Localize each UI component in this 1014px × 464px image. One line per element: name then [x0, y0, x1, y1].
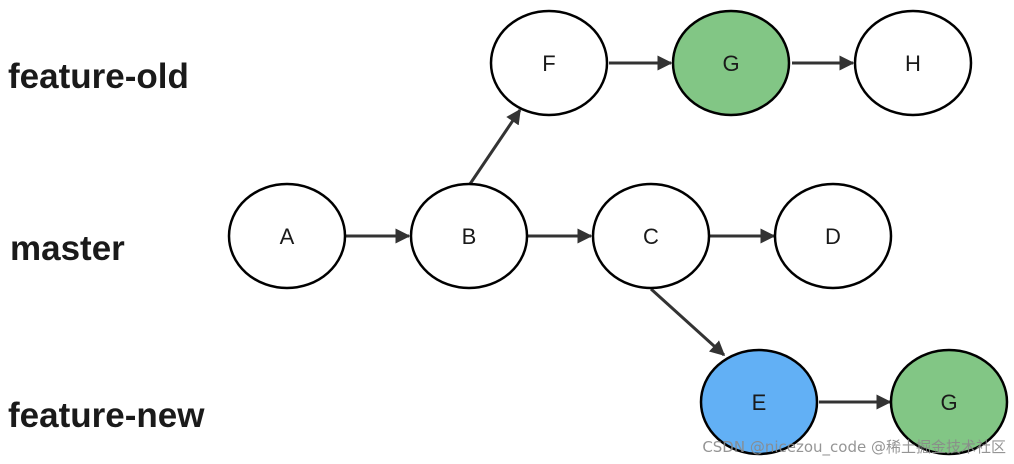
commit-circle [591, 182, 711, 290]
commit-circle [773, 182, 893, 290]
commit-label: G [940, 390, 957, 415]
commit-node-F: F [489, 9, 609, 117]
commit-label: H [905, 51, 921, 76]
commit-circle [671, 9, 791, 117]
watermark-text: CSDN @nicezou_code @稀土掘金技术社区 [702, 438, 1006, 457]
edge-B-F [468, 108, 522, 185]
commit-circle [889, 348, 1009, 456]
commit-circle [409, 182, 529, 290]
commit-circle [853, 9, 973, 117]
commit-label: F [542, 51, 555, 76]
commit-node-E: E [699, 348, 819, 456]
commit-circle [489, 9, 609, 117]
commit-label: B [462, 224, 477, 249]
commit-node-G-new: G [889, 348, 1009, 456]
commit-label: E [752, 390, 767, 415]
commit-node-C: C [591, 182, 711, 290]
branch-label-master: master [10, 229, 125, 268]
branch-label-feature-new: feature-new [8, 396, 205, 435]
commit-circle [699, 348, 819, 456]
commit-label: D [825, 224, 841, 249]
edge-C-E [649, 287, 726, 357]
commit-node-A: A [227, 182, 347, 290]
commit-label: G [722, 51, 739, 76]
commit-node-G-old: G [671, 9, 791, 117]
commit-label: A [280, 224, 295, 249]
commit-nodes: A B C D F G H E [227, 9, 1009, 456]
commit-node-D: D [773, 182, 893, 290]
commit-label: C [643, 224, 659, 249]
commit-node-B: B [409, 182, 529, 290]
branch-label-feature-old: feature-old [8, 57, 189, 96]
commit-node-H: H [853, 9, 973, 117]
commit-edges [346, 55, 892, 410]
commit-circle [227, 182, 347, 290]
